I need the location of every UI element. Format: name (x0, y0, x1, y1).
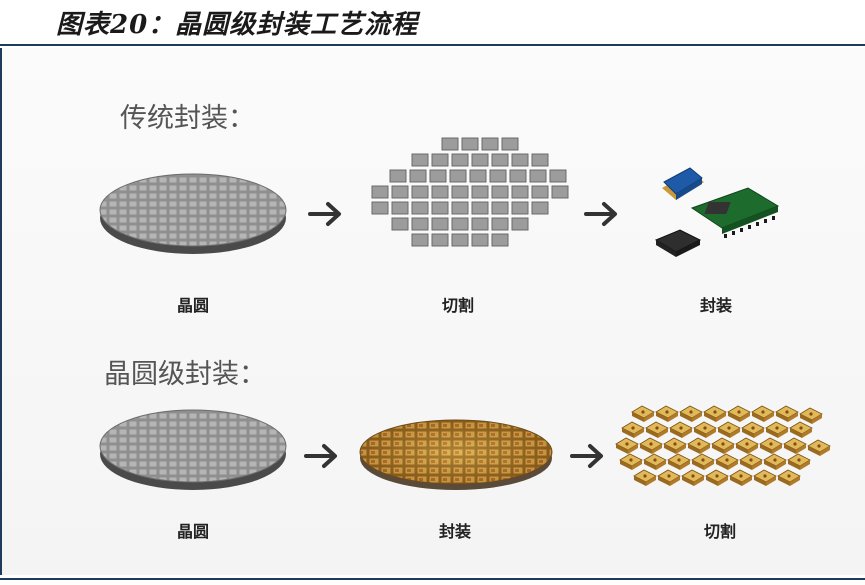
wafer-level-section-title: 晶圆级封装： (104, 359, 266, 390)
wafer-level-step-wafer-label: 晶圆 (176, 522, 210, 541)
wafer-level-step-dicing-label: 切割 (703, 522, 737, 541)
wafer-level-step-package-label: 封装 (438, 522, 472, 541)
traditional-step-package-label: 封装 (699, 296, 733, 315)
arrow-icon (304, 444, 337, 468)
traditional-section-title: 传统封装： (120, 103, 255, 134)
traditional-step-wafer-label: 晶圆 (176, 296, 210, 315)
diced-chips-icon (371, 137, 569, 247)
bottom-rule (0, 578, 865, 580)
wafer-level-wafer-icon (99, 409, 287, 490)
header: 图表20：晶圆级封装工艺流程 (0, 0, 865, 46)
packaged-chips-icon (654, 167, 780, 257)
traditional-step-dicing-label: 切割 (441, 296, 475, 315)
arrow-icon (570, 444, 603, 468)
diced-packages-icon (615, 405, 831, 487)
packaged-wafer-icon (359, 419, 553, 490)
header-rule (0, 44, 865, 46)
panel-left-edge (0, 48, 2, 575)
traditional-wafer-icon (99, 173, 287, 254)
arrow-icon (308, 202, 341, 226)
arrow-icon (584, 202, 617, 226)
figure-title: 图表20：晶圆级封装工艺流程 (56, 10, 419, 40)
